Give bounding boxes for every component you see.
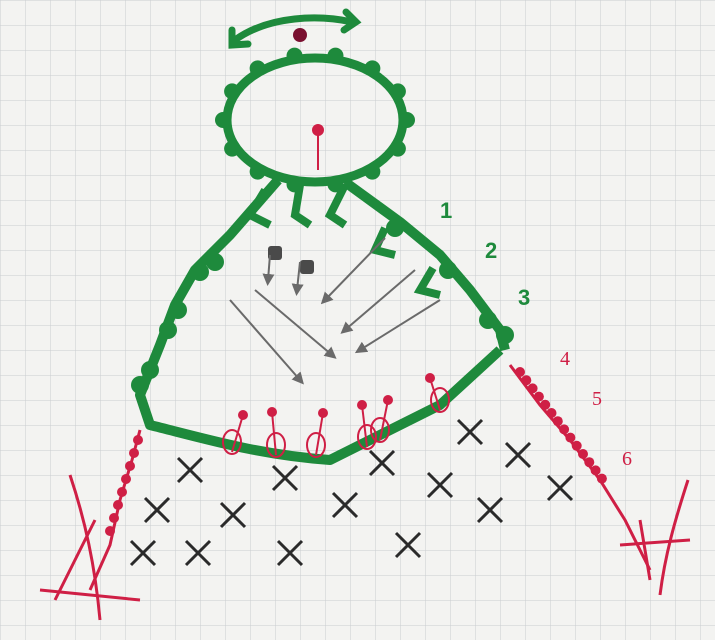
row-number-3: 3 [518,285,530,310]
chain-stitch [117,487,127,497]
chain-stitch [597,474,607,484]
chain-stitch [125,461,135,471]
strand-tip [425,373,435,383]
picot-bump [131,376,149,394]
picot-bump [224,141,240,157]
picot-bump [206,253,224,271]
picot-bump [386,219,404,237]
picot-bump [479,311,497,329]
chain-stitch [591,465,601,475]
picot-bump [141,361,159,379]
chain-stitch [133,435,143,445]
picot-bump [439,261,457,279]
chain-stitch [584,457,594,467]
chain-stitch [534,392,544,402]
row-number-4: 4 [560,348,570,370]
picot-bump [215,112,231,128]
chain-stitch [553,416,563,426]
chain-stitch [572,441,582,451]
picot-bump [364,60,380,76]
row-number-2: 2 [485,238,497,263]
picot-bump [250,164,266,180]
picot-bump [169,301,187,319]
strand-tip [383,395,393,405]
row-number-6: 6 [622,448,632,470]
chain-stitch [547,408,557,418]
picot-bump [496,326,514,344]
chain-stitch [121,474,131,484]
chain-stitch [109,513,119,523]
start-dot [293,28,307,42]
picot-bump [191,263,209,281]
picot-bump [390,83,406,99]
picot-bump [287,48,303,64]
chain-stitch [559,424,569,434]
chain-stitch [515,367,525,377]
chain-stitch [113,500,123,510]
chain-stitch [528,383,538,393]
picot-bump [327,48,343,64]
picot-bump [390,141,406,157]
picot-bump [224,83,240,99]
picot-bump [250,60,266,76]
chain-stitch [578,449,588,459]
strand-tip [267,407,277,417]
chain-stitch [105,526,115,536]
chain-stitch [521,375,531,385]
row-number-5: 5 [592,388,602,410]
chain-stitch [129,448,139,458]
strand-tip [357,400,367,410]
picot-bump [399,112,415,128]
picot-bump [364,164,380,180]
picot-bump [159,321,177,339]
chain-stitch [565,433,575,443]
row-number-1: 1 [440,198,452,223]
chain-stitch [540,400,550,410]
strand-tip [238,410,248,420]
strand-tip [318,408,328,418]
